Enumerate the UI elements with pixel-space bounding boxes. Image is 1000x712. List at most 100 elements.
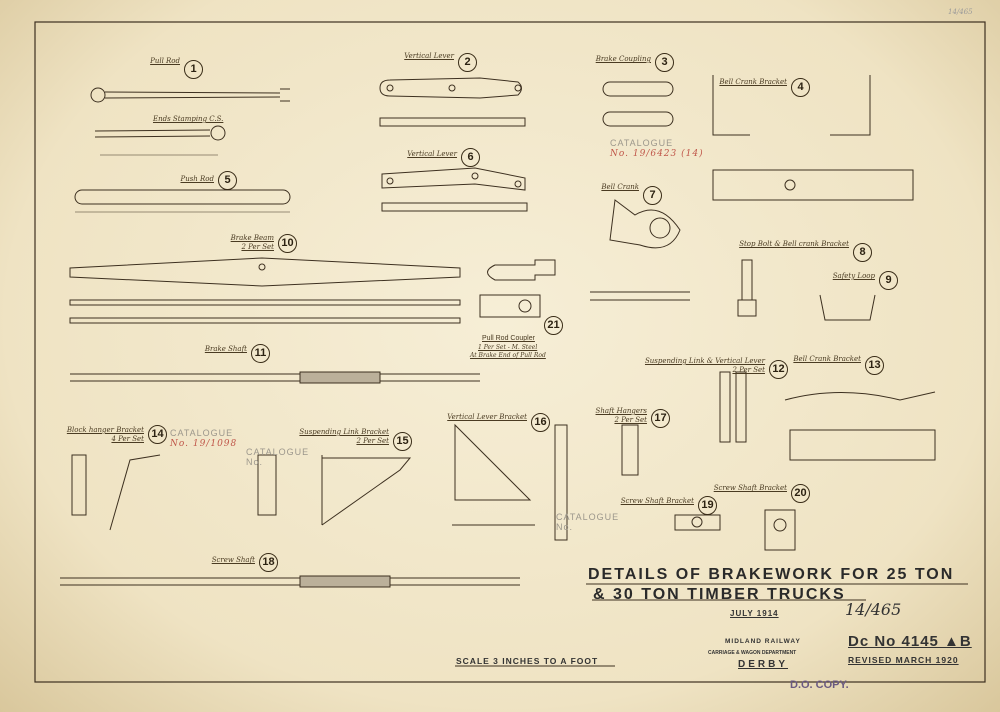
part-qty: 2 Per Set <box>241 243 274 251</box>
part-label: Stop Bolt & Bell crank Bracket <box>739 240 849 248</box>
stamp-label: CATALOGUE <box>556 512 620 522</box>
part-number-badge: 6 <box>461 148 480 167</box>
part-qty: 2 Per Set <box>614 416 647 424</box>
part-number-badge: 7 <box>643 186 662 205</box>
part-label: Shaft Hangers <box>595 407 647 415</box>
part-label: Pull Rod Coupler <box>482 335 535 342</box>
part-label: Bell Crank <box>601 183 639 191</box>
part-label-group: Screw Shaft Bracket <box>621 497 694 506</box>
part-number-badge: 14 <box>148 425 167 444</box>
part-label-group: Push Rod <box>180 175 214 184</box>
bell-crank-bracket-13-drawing <box>784 391 936 461</box>
part-label-group: Stop Bolt & Bell crank Bracket <box>739 240 849 249</box>
part-number-badge: 11 <box>251 344 270 363</box>
stamp-number: No. <box>556 522 574 532</box>
part-label: Screw Shaft Bracket <box>620 497 694 505</box>
block-hanger-bracket-drawing <box>71 454 161 531</box>
screw-shaft-drawing <box>60 575 520 588</box>
drawing-number: Dc No 4145 ▲B <box>848 633 972 650</box>
drawing-border <box>34 21 986 683</box>
part-label-group: Pull Rod <box>150 57 180 66</box>
part-qty: 2 Per Set <box>356 437 389 445</box>
part-label: Bell Crank Bracket <box>793 355 861 363</box>
drawing-title-line1: DETAILS OF BRAKEWORK FOR 25 TON <box>588 566 955 583</box>
part-label: Vertical Lever <box>407 150 457 158</box>
bell-crank-drawing <box>590 199 690 301</box>
part-number-badge: 10 <box>278 234 297 253</box>
part-label: Safety Loop <box>832 272 875 280</box>
part-label: Brake Coupling <box>595 55 651 63</box>
stamp-label: CATALOGUE <box>170 428 234 438</box>
location: DERBY <box>738 659 789 670</box>
stamp-number: No. <box>246 457 264 467</box>
suspending-link-drawing <box>719 371 747 443</box>
part-label: Vertical Lever <box>404 52 454 60</box>
part-label-group: Bell Crank Bracket <box>719 78 787 87</box>
stamp-label: CATALOGUE <box>610 138 674 148</box>
drawing-title-line2: & 30 TON TIMBER TRUCKS <box>593 586 846 603</box>
part-label: Pull Rod <box>150 57 180 65</box>
part-number-badge: 3 <box>655 53 674 72</box>
part-label-group: Brake Shaft <box>205 345 247 354</box>
part-number-badge: 5 <box>218 171 237 190</box>
screw-shaft-bracket-drawing <box>674 509 796 551</box>
part-qty: 4 Per Set <box>111 435 144 443</box>
push-rod-drawing <box>74 189 291 213</box>
suspending-link-bracket-drawing <box>257 454 412 526</box>
part-label-group: Vertical Lever <box>407 150 457 159</box>
drawing-date: JULY 1914 <box>730 609 779 618</box>
brake-coupling-drawing <box>602 81 674 127</box>
part-label-group: Screw Shaft Bracket <box>714 484 787 493</box>
pull-rod-drawing <box>90 87 290 156</box>
do-copy-stamp: D.O. COPY. <box>790 679 849 691</box>
part-number-badge: 4 <box>791 78 810 97</box>
vertical-lever-drawing <box>379 77 526 127</box>
revision-note: REVISED MARCH 1920 <box>848 655 959 665</box>
part-label-group: Bell Crank <box>601 183 639 192</box>
part-label: Block hanger Bracket <box>66 426 144 434</box>
stop-bolt-drawing <box>737 259 757 317</box>
corner-reference: 14/465 <box>948 8 973 16</box>
vertical-lever-bracket-drawing <box>452 423 568 541</box>
handwritten-reference: 14/465 <box>845 600 902 619</box>
part-number-badge: 12 <box>769 360 788 379</box>
part-label: Vertical Lever Bracket <box>447 413 527 421</box>
brake-shaft-drawing <box>70 371 480 384</box>
part-number-badge: 17 <box>651 409 670 428</box>
vertical-lever-6-drawing <box>381 167 528 212</box>
part-label-group: Screw Shaft <box>212 556 255 565</box>
part-qty: 1 Per Set - M. Steel <box>478 344 538 351</box>
stamp-label: CATALOGUE <box>246 447 310 457</box>
part-label-group: Safety Loop <box>833 272 875 281</box>
part-number-badge: 16 <box>531 413 550 432</box>
part-number-badge: 19 <box>698 496 717 515</box>
part-number-badge: 18 <box>259 553 278 572</box>
stamp-number: No. 19/6423 (14) <box>610 149 704 159</box>
safety-loop-drawing <box>819 294 876 321</box>
stamp-number: No. 19/1098 <box>170 439 238 449</box>
part-number-badge: 1 <box>184 60 203 79</box>
part-note: At Brake End of Pull Rod <box>470 352 546 359</box>
bell-crank-bracket-drawing <box>712 75 914 201</box>
part-number-badge: 9 <box>879 271 898 290</box>
part-number-badge: 15 <box>393 432 412 451</box>
brake-beam-drawing <box>69 257 461 324</box>
part-note: Ends Stamping C.S. <box>153 115 224 123</box>
part-label-group: Vertical Lever <box>404 52 454 61</box>
part-number-badge: 21 <box>544 316 563 335</box>
part-label: Screw Shaft <box>211 556 255 564</box>
part-label: Push Rod <box>180 175 214 183</box>
part-label: Bell Crank Bracket <box>719 78 787 86</box>
scale-note: SCALE 3 INCHES TO A FOOT <box>456 656 599 666</box>
part-label: Screw Shaft Bracket <box>713 484 787 492</box>
part-label: Suspending Link Bracket <box>299 428 389 436</box>
company-name: MIDLAND RAILWAY <box>725 638 801 645</box>
